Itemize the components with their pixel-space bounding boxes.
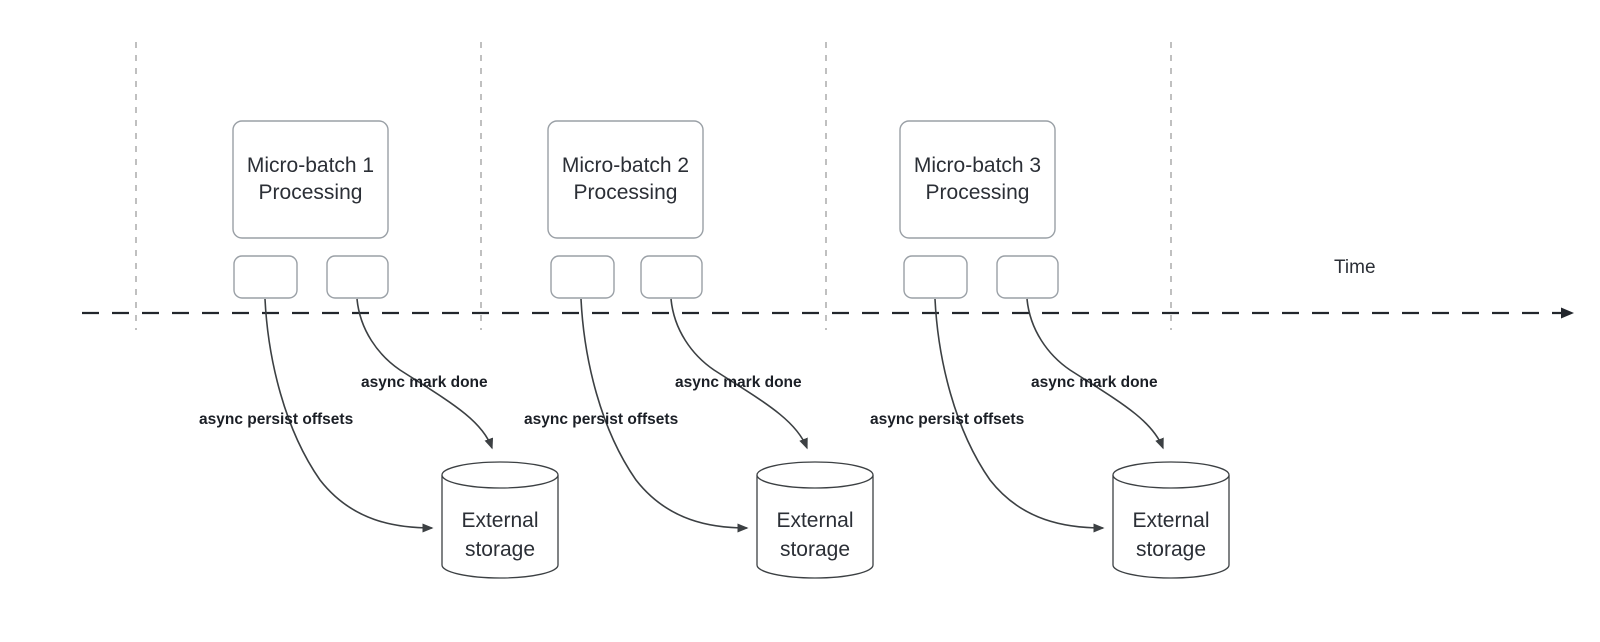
separator-group bbox=[135, 42, 1172, 330]
group-3: Micro-batch 3 Processing async persist o… bbox=[870, 120, 1230, 579]
external-storage-3-body bbox=[1112, 475, 1230, 579]
edge-label-async-mark-done-3: async mark done bbox=[1031, 374, 1158, 391]
micro-batch-3-label-line2: Processing bbox=[926, 181, 1030, 204]
task-box-1a[interactable] bbox=[233, 255, 298, 299]
edge-async-mark-done-1 bbox=[356, 298, 494, 450]
external-storage-3-top bbox=[1112, 461, 1230, 489]
edge-label-async-persist-offsets-3: async persist offsets bbox=[870, 411, 1024, 428]
external-storage-1-label-line2: storage bbox=[465, 538, 535, 561]
task-box-3b[interactable] bbox=[996, 255, 1059, 299]
micro-batch-2-label-line1: Micro-batch 2 bbox=[562, 154, 689, 177]
group-1: Micro-batch 1 Processing async persist o… bbox=[199, 120, 559, 579]
edge-label-async-persist-offsets-2: async persist offsets bbox=[524, 411, 678, 428]
external-storage-1[interactable]: External storage bbox=[441, 461, 559, 579]
task-box-2a[interactable] bbox=[550, 255, 615, 299]
edge-label-async-mark-done-1: async mark done bbox=[361, 374, 488, 391]
micro-batch-1-box[interactable] bbox=[232, 120, 389, 239]
external-storage-3-label-line2: storage bbox=[1136, 538, 1206, 561]
time-axis-label: Time bbox=[1334, 257, 1376, 278]
external-storage-2-body bbox=[756, 475, 874, 579]
edge-async-mark-done-3 bbox=[1026, 298, 1164, 450]
group-2: Micro-batch 2 Processing async persist o… bbox=[524, 120, 874, 579]
micro-batch-1-label-line2: Processing bbox=[259, 181, 363, 204]
external-storage-2-label-line2: storage bbox=[780, 538, 850, 561]
external-storage-2-top bbox=[756, 461, 874, 489]
task-box-1b[interactable] bbox=[326, 255, 389, 299]
external-storage-1-top bbox=[441, 461, 559, 489]
edge-label-async-mark-done-2: async mark done bbox=[675, 374, 802, 391]
edge-async-mark-done-2 bbox=[670, 298, 808, 450]
task-box-3a[interactable] bbox=[903, 255, 968, 299]
external-storage-1-label-line1: External bbox=[461, 509, 538, 532]
edge-async-persist-offsets-3 bbox=[934, 298, 1105, 533]
micro-batch-3-box[interactable] bbox=[899, 120, 1056, 239]
micro-batch-1-label-line1: Micro-batch 1 bbox=[247, 154, 374, 177]
task-box-2b[interactable] bbox=[640, 255, 703, 299]
external-storage-2-label-line1: External bbox=[776, 509, 853, 532]
external-storage-2[interactable]: External storage bbox=[756, 461, 874, 579]
micro-batch-3-label-line1: Micro-batch 3 bbox=[914, 154, 1041, 177]
external-storage-3[interactable]: External storage bbox=[1112, 461, 1230, 579]
micro-batch-2-box[interactable] bbox=[547, 120, 704, 239]
external-storage-1-body bbox=[441, 475, 559, 579]
external-storage-3-label-line1: External bbox=[1132, 509, 1209, 532]
edge-async-persist-offsets-2 bbox=[580, 298, 749, 533]
edge-async-persist-offsets-1 bbox=[264, 298, 434, 533]
edge-label-async-persist-offsets-1: async persist offsets bbox=[199, 411, 353, 428]
micro-batch-2-label-line2: Processing bbox=[574, 181, 678, 204]
